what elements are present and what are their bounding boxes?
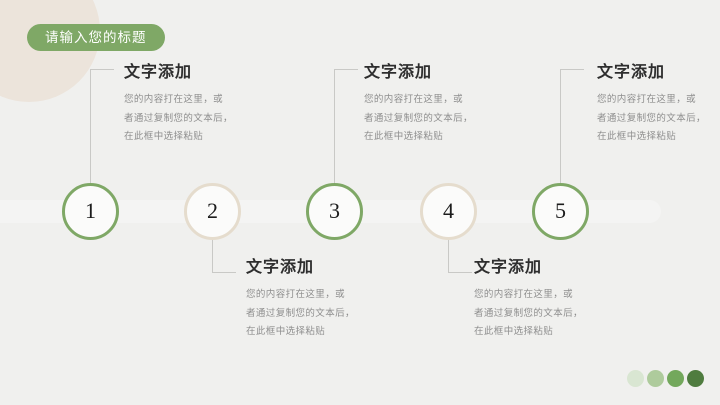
block-body-line-1: 您的内容打在这里，或 (474, 289, 574, 301)
block-body-line-3: 在此框中选择粘贴 (597, 131, 677, 143)
text-block-5: 文字添加 您的内容打在这里，或 者通过复制您的文本后， 在此框中选择粘贴 (597, 63, 720, 147)
block-body-line-1: 您的内容打在这里，或 (124, 94, 224, 106)
connector-1 (90, 69, 130, 185)
text-block-1: 文字添加 您的内容打在这里，或 者通过复制您的文本后， 在此框中选择粘贴 (124, 63, 284, 147)
dot-4 (687, 370, 704, 387)
block-heading: 文字添加 (246, 259, 315, 276)
block-heading: 文字添加 (124, 64, 193, 81)
timeline-node-4[interactable]: 4 (420, 183, 477, 240)
block-body-line-1: 您的内容打在这里，或 (364, 94, 464, 106)
block-heading: 文字添加 (364, 64, 433, 81)
connector-5 (560, 69, 600, 185)
block-heading: 文字添加 (597, 64, 666, 81)
block-body-line-1: 您的内容打在这里，或 (597, 94, 697, 106)
block-heading: 文字添加 (474, 259, 543, 276)
timeline-node-2[interactable]: 2 (184, 183, 241, 240)
text-block-4: 文字添加 您的内容打在这里，或 者通过复制您的文本后， 在此框中选择粘贴 (474, 258, 634, 342)
timeline-node-3[interactable]: 3 (306, 183, 363, 240)
timeline-node-5[interactable]: 5 (532, 183, 589, 240)
text-block-2: 文字添加 您的内容打在这里，或 者通过复制您的文本后， 在此框中选择粘贴 (246, 258, 406, 342)
block-body-line-2: 者通过复制您的文本后， (364, 112, 473, 124)
dot-1 (627, 370, 644, 387)
text-block-3: 文字添加 您的内容打在这里，或 者通过复制您的文本后， 在此框中选择粘贴 (364, 63, 524, 147)
block-body-line-3: 在此框中选择粘贴 (246, 326, 326, 338)
dot-3 (667, 370, 684, 387)
slide-title-badge: 请输入您的标题 (27, 24, 165, 51)
block-body-line-1: 您的内容打在这里，或 (246, 289, 346, 301)
node-number: 2 (207, 198, 218, 223)
node-number: 3 (329, 198, 340, 223)
block-body-line-2: 者通过复制您的文本后， (124, 112, 233, 124)
connector-4 (448, 239, 488, 273)
node-number: 4 (443, 198, 454, 223)
connector-3 (334, 69, 374, 185)
block-body-line-2: 者通过复制您的文本后， (597, 112, 706, 124)
connector-2 (212, 239, 252, 273)
block-body-line-2: 者通过复制您的文本后， (474, 307, 583, 319)
node-number: 1 (85, 198, 96, 223)
node-number: 5 (555, 198, 566, 223)
block-body-line-2: 者通过复制您的文本后， (246, 307, 355, 319)
block-body-line-3: 在此框中选择粘贴 (124, 131, 204, 143)
block-body-line-3: 在此框中选择粘贴 (474, 326, 554, 338)
decorative-dots (627, 370, 704, 387)
block-body-line-3: 在此框中选择粘贴 (364, 131, 444, 143)
timeline-node-1[interactable]: 1 (62, 183, 119, 240)
corner-blob-decoration (0, 0, 100, 102)
dot-2 (647, 370, 664, 387)
